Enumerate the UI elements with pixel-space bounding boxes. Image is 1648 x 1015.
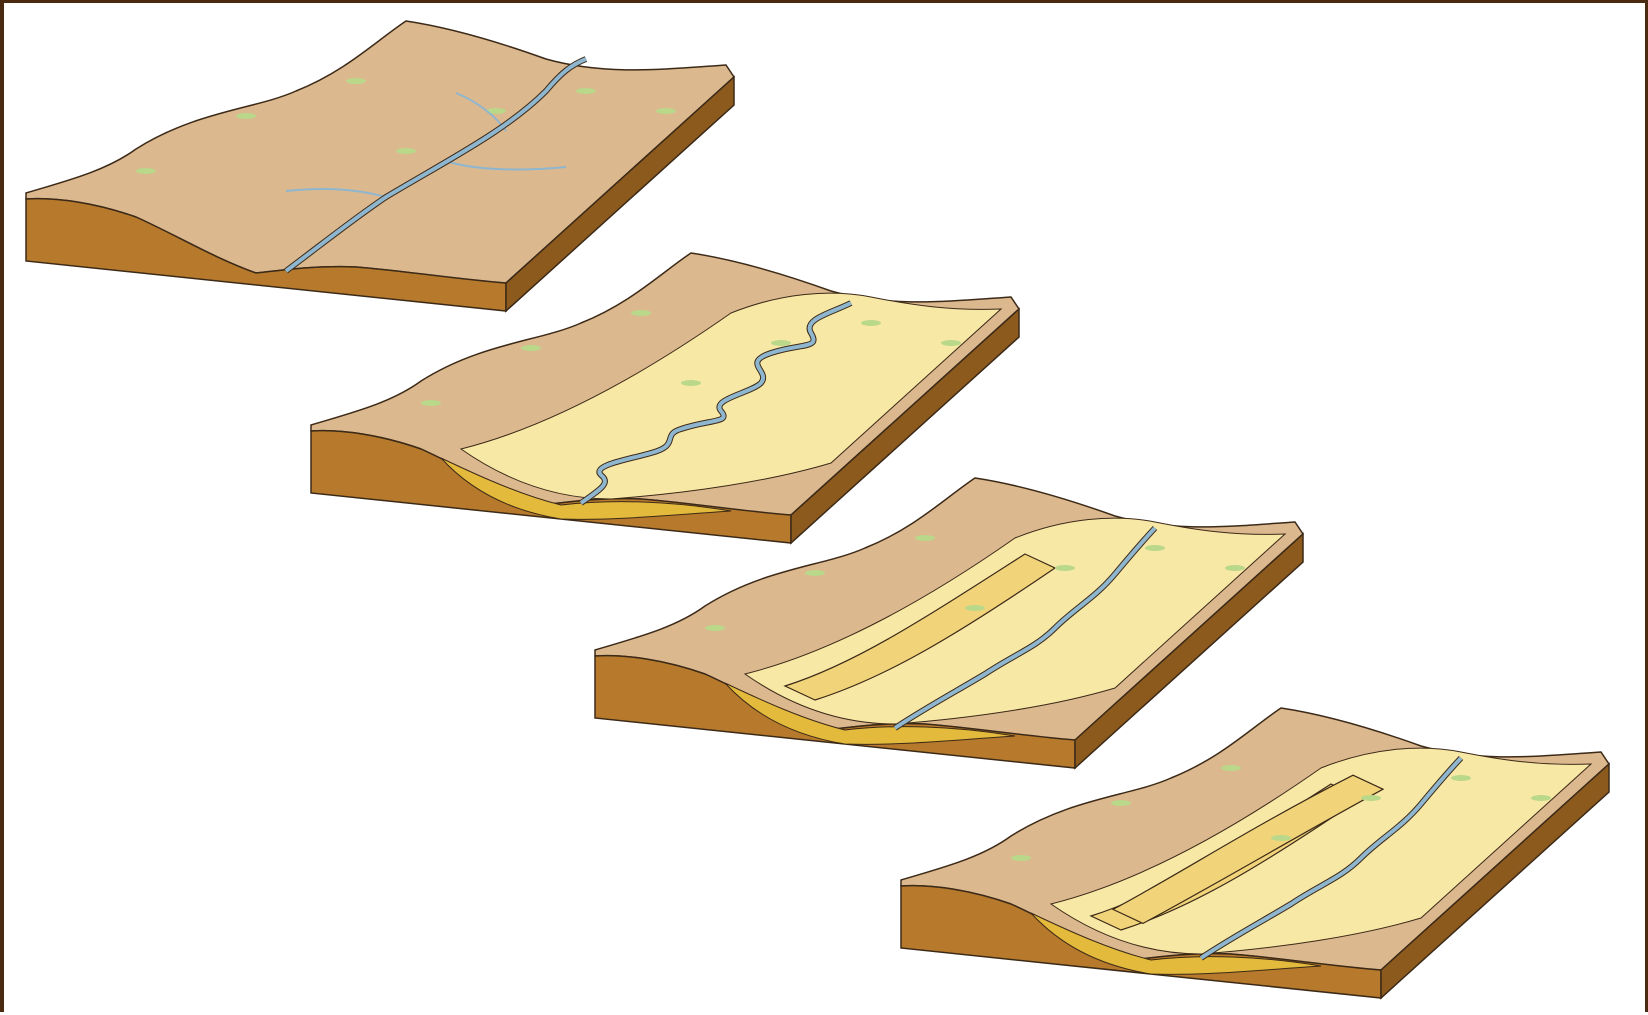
vegetation-patch — [681, 380, 701, 386]
vegetation-patch — [1011, 855, 1031, 861]
vegetation-patch — [965, 605, 985, 611]
vegetation-patch — [771, 340, 791, 346]
vegetation-patch — [396, 148, 416, 154]
vegetation-patch — [1055, 565, 1075, 571]
vegetation-patch — [1531, 795, 1551, 801]
block-stage-1 — [26, 21, 734, 311]
vegetation-patch — [136, 168, 156, 174]
vegetation-patch — [1145, 545, 1165, 551]
vegetation-patch — [236, 113, 256, 119]
vegetation-patch — [1361, 795, 1381, 801]
vegetation-patch — [805, 570, 825, 576]
landform-evolution-diagram — [4, 3, 1648, 1015]
vegetation-patch — [346, 78, 366, 84]
vegetation-patch — [521, 345, 541, 351]
vegetation-patch — [656, 108, 676, 114]
vegetation-patch — [705, 625, 725, 631]
vegetation-patch — [941, 340, 961, 346]
vegetation-patch — [1221, 765, 1241, 771]
vegetation-patch — [576, 88, 596, 94]
vegetation-patch — [631, 310, 651, 316]
vegetation-patch — [861, 320, 881, 326]
vegetation-patch — [1225, 565, 1245, 571]
vegetation-patch — [915, 535, 935, 541]
vegetation-patch — [1271, 835, 1291, 841]
vegetation-patch — [1111, 800, 1131, 806]
vegetation-patch — [1451, 775, 1471, 781]
vegetation-patch — [421, 400, 441, 406]
